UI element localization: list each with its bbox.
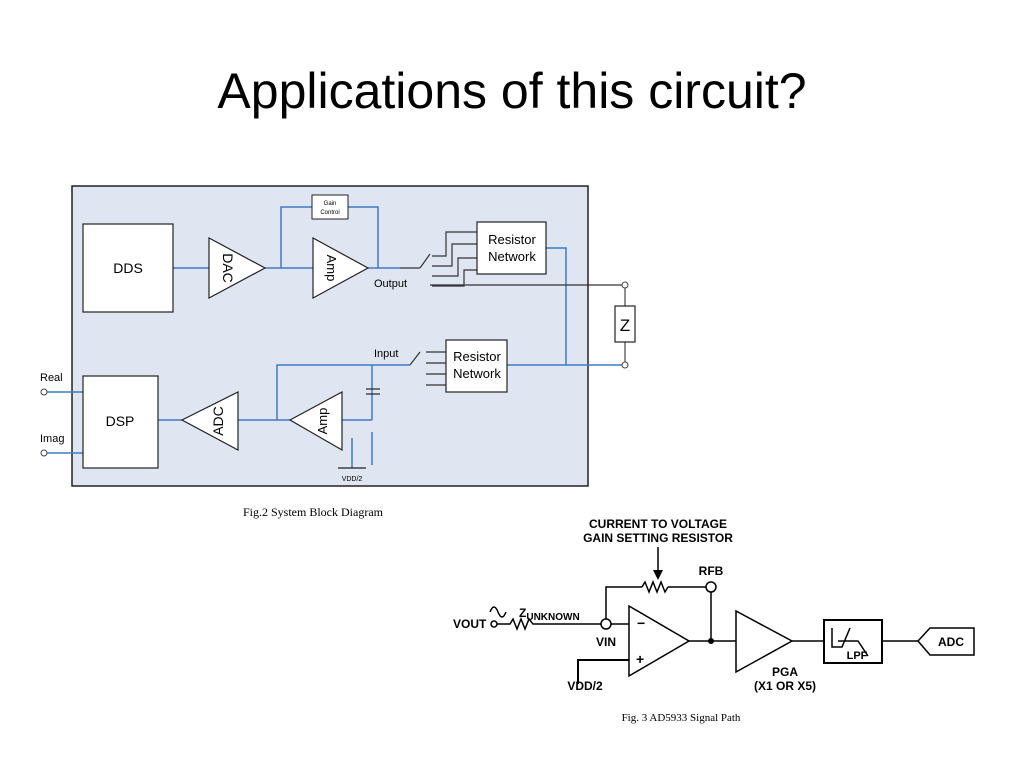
plus-label: + — [636, 651, 644, 667]
minus-label: − — [637, 615, 645, 631]
adc-tag-block — [916, 627, 975, 656]
real-label: Real — [40, 372, 63, 384]
input-amp-block — [288, 390, 343, 452]
gain-control-line1: Gain — [324, 201, 337, 207]
signal-wires — [44, 206, 625, 465]
resistor-network-bottom-line2: Network — [453, 366, 501, 381]
fig3-caption: Fig. 3 AD5933 Signal Path — [622, 712, 741, 724]
z-load: Z — [614, 281, 636, 369]
current-to-voltage-label: CURRENT TO VOLTAGE — [589, 517, 727, 531]
adc-tag-label: ADC — [938, 635, 964, 649]
slide-title: Applications of this circuit? — [217, 63, 807, 119]
dds-label: DDS — [113, 260, 143, 276]
dsp-block — [82, 375, 159, 469]
fig2-caption: Fig.2 System Block Diagram — [243, 505, 384, 519]
lpf-label: LPF — [847, 650, 868, 662]
resistor-network-bottom-line1: Resistor — [453, 349, 501, 364]
resistor-network-top-line1: Resistor — [488, 232, 536, 247]
z-unknown-label: ZUNKNOWN — [519, 606, 580, 623]
input-switch — [409, 351, 446, 386]
z-label-fig3: Z — [519, 606, 526, 620]
input-amp-label: Amp — [315, 408, 330, 435]
transimpedance-opamp — [628, 604, 691, 678]
vin-label: VIN — [596, 635, 616, 649]
adc-label: ADC — [210, 406, 226, 436]
gain-control-line2: Control — [320, 210, 339, 216]
capacitor-symbol — [366, 388, 380, 395]
sine-source-icon — [489, 606, 507, 618]
rfb-label: RFB — [699, 564, 724, 578]
output-amp-block — [312, 236, 370, 300]
gain-setting-resistor-label: GAIN SETTING RESISTOR — [583, 531, 733, 545]
pga-label: PGA — [772, 665, 798, 679]
output-amp-label: Amp — [324, 255, 339, 282]
vdd2-label-fig3: VDD/2 — [567, 679, 603, 693]
pga-block — [735, 609, 794, 674]
dsp-label: DSP — [106, 413, 135, 429]
vout-label: VOUT — [453, 617, 487, 631]
lowpass-response-icon — [831, 627, 869, 657]
gain-control-block — [311, 194, 349, 220]
resistor-network-top — [476, 221, 547, 275]
imag-label: Imag — [40, 433, 64, 445]
output-label: Output — [374, 278, 407, 290]
vdd2-label-fig2: VDD/2 — [342, 476, 363, 483]
resistor-network-bottom — [445, 339, 508, 393]
z-sub-label: UNKNOWN — [526, 612, 579, 623]
pga-gain-label: (X1 OR X5) — [754, 679, 816, 693]
resistor-network-top-line2: Network — [488, 249, 536, 264]
dds-block — [82, 223, 174, 313]
output-switch — [400, 231, 625, 287]
adc-block — [180, 391, 239, 452]
fig3-panel — [442, 506, 976, 706]
z-label: Z — [620, 316, 630, 335]
z-unknown-resistor — [497, 616, 601, 632]
dac-label: DAC — [220, 253, 236, 283]
dac-block — [208, 236, 267, 300]
input-label: Input — [374, 348, 398, 360]
